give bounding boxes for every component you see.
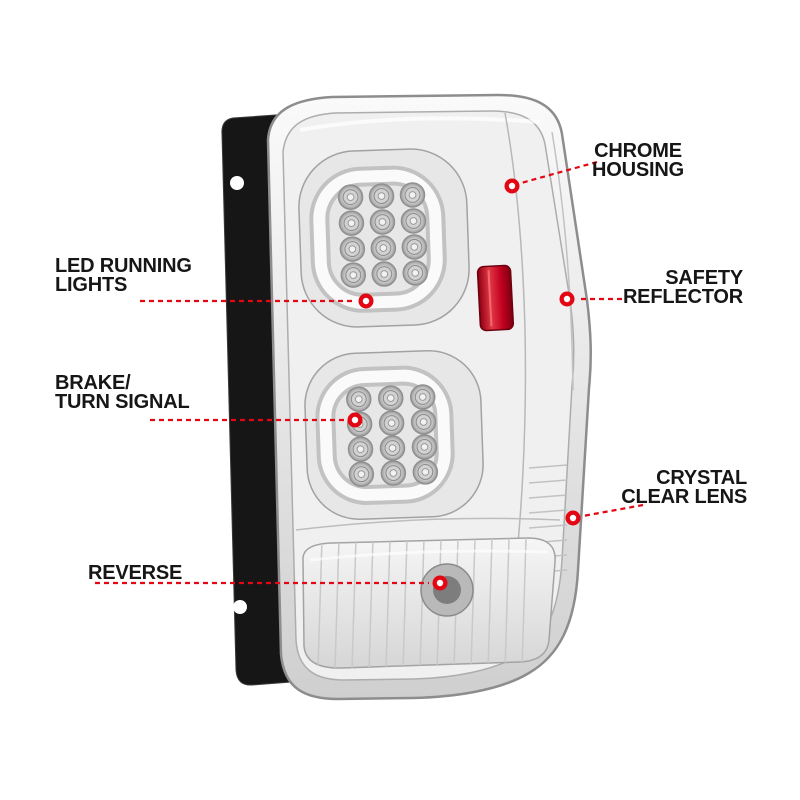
callout-text: HOUSING xyxy=(592,158,684,181)
callout-text: REFLECTOR xyxy=(622,285,743,308)
reverse-lens xyxy=(302,537,556,669)
callout-text: SAFETY xyxy=(665,267,743,289)
callout-text: TURN SIGNAL xyxy=(55,390,190,413)
callout-label-chrome-housing: CHROME HOUSING xyxy=(576,140,700,181)
brake-turn-lamp xyxy=(304,350,484,520)
callout-text: CLEAR LENS xyxy=(621,485,747,508)
callout-text: CRYSTAL xyxy=(656,467,747,489)
callout-dot-crystal-lens xyxy=(565,510,581,526)
led-grid-running xyxy=(337,182,428,288)
callout-text: BRAKE/ xyxy=(55,372,131,394)
callout-text: LED RUNNING xyxy=(55,255,192,277)
led-grid-brake xyxy=(346,384,439,487)
bracket-hole-bottom xyxy=(233,600,247,614)
callout-dot-reverse xyxy=(432,575,448,591)
callout-text: REVERSE xyxy=(88,562,183,584)
callout-label-brake-turn: BRAKE/ TURN SIGNAL xyxy=(55,372,190,413)
callout-dots xyxy=(347,178,581,591)
callout-dot-led-running xyxy=(358,293,374,309)
led-running-lamp xyxy=(298,148,470,328)
callout-label-safety-reflector: SAFETY REFLECTOR xyxy=(597,267,743,308)
callout-label-reverse: REVERSE xyxy=(88,562,183,584)
callout-text: LIGHTS xyxy=(55,273,128,296)
callout-leaders xyxy=(95,160,644,585)
callout-label-crystal-lens: CRYSTAL CLEAR LENS xyxy=(599,467,747,508)
callout-dot-brake-turn xyxy=(347,412,363,428)
callout-dot-safety-reflector xyxy=(559,291,575,307)
leader-crystal-lens xyxy=(582,503,644,518)
callout-label-led-running: LED RUNNING LIGHTS xyxy=(55,255,192,296)
bracket-hole-top xyxy=(230,176,244,190)
callout-text: CHROME xyxy=(594,140,682,162)
safety-reflector-shape xyxy=(476,264,515,332)
reverse-bulb xyxy=(420,563,474,617)
leader-chrome-housing xyxy=(520,160,598,185)
callout-dot-chrome-housing xyxy=(504,178,520,194)
